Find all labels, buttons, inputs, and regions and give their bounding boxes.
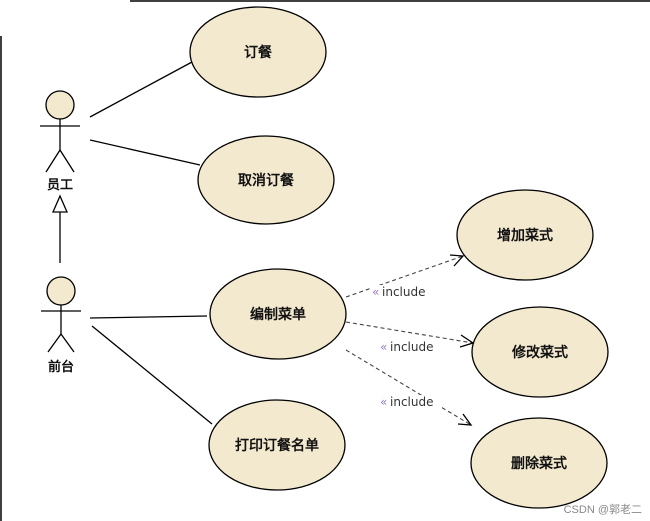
include-edit-to-delete-line [345,349,472,426]
use-case-print-order-list-shape [208,399,346,491]
include-edit-to-add-label-bg [372,285,432,299]
generalization-triangle-icon [52,194,68,213]
use-case-add-dish[interactable]: 增加菜式 [456,189,594,281]
use-case-edit-menu[interactable]: 编制菜单 [209,268,347,360]
use-case-edit-menu-shape [209,268,347,360]
include-edit-to-delete: « include [345,349,473,426]
use-case-add-dish-label: 增加菜式 [497,227,553,244]
include-edit-to-modify-line [345,321,474,344]
use-case-add-dish-shape [456,189,594,281]
generalization-arrow [52,194,68,263]
actor-employee-leg-right [59,149,75,173]
include-edit-to-delete-label: include [390,395,433,409]
include-edit-to-delete-arrow-icon [457,413,473,426]
use-case-modify-dish-shape [471,306,609,398]
actor-employee-leg-left [45,149,61,173]
actor-front-desk-label: 前台 [48,359,74,375]
include-edit-to-modify: « include [345,321,475,354]
association-front-desk-edit-menu [89,315,208,319]
use-case-modify-dish-label: 修改菜式 [511,344,568,361]
use-case-cancel-order-label: 取消订餐 [238,172,295,189]
include-edit-to-modify-guillemet: « [380,340,387,354]
actor-employee-label: 员工 [47,178,73,193]
watermark: CSDN @郭老二 [563,504,642,516]
include-edit-to-modify-label-bg [380,340,440,354]
association-employee-order [89,61,193,118]
use-case-order[interactable]: 订餐 [189,6,327,98]
include-edit-to-add-label: include [382,285,425,299]
use-case-print-order-list[interactable]: 打印订餐名单 [208,399,346,491]
use-case-modify-dish[interactable]: 修改菜式 [471,306,609,398]
actor-front-desk-leg-left [47,333,62,353]
use-case-edit-menu-label: 编制菜单 [250,306,306,323]
include-edit-to-delete-guillemet: « [380,395,387,409]
actor-front-desk-leg-right [60,333,75,353]
include-edit-to-add: « include [345,254,465,299]
actor-employee-head [45,90,75,120]
include-edit-to-add-arrow-icon [449,254,465,267]
use-case-print-order-list-label: 打印订餐名单 [235,437,319,454]
association-front-desk-print-order-list [91,325,213,425]
use-case-delete-dish-shape [470,417,608,509]
use-case-order-label: 订餐 [244,44,273,61]
actor-employee[interactable]: 员工 [40,90,80,193]
use-case-cancel-order-shape [197,135,335,225]
use-case-delete-dish[interactable]: 删除菜式 [470,417,608,509]
include-edit-to-add-guillemet: « [372,285,379,299]
use-case-order-shape [189,6,327,98]
use-case-delete-dish-label: 删除菜式 [511,455,567,472]
actor-front-desk-head [46,276,76,306]
association-employee-cancel-order [89,139,201,166]
use-case-cancel-order[interactable]: 取消订餐 [197,135,335,225]
include-edit-to-delete-label-bg [380,395,440,409]
include-edit-to-modify-arrow-icon [459,334,475,348]
include-edit-to-modify-label: include [390,340,433,354]
actor-front-desk[interactable]: 前台 [41,276,81,375]
